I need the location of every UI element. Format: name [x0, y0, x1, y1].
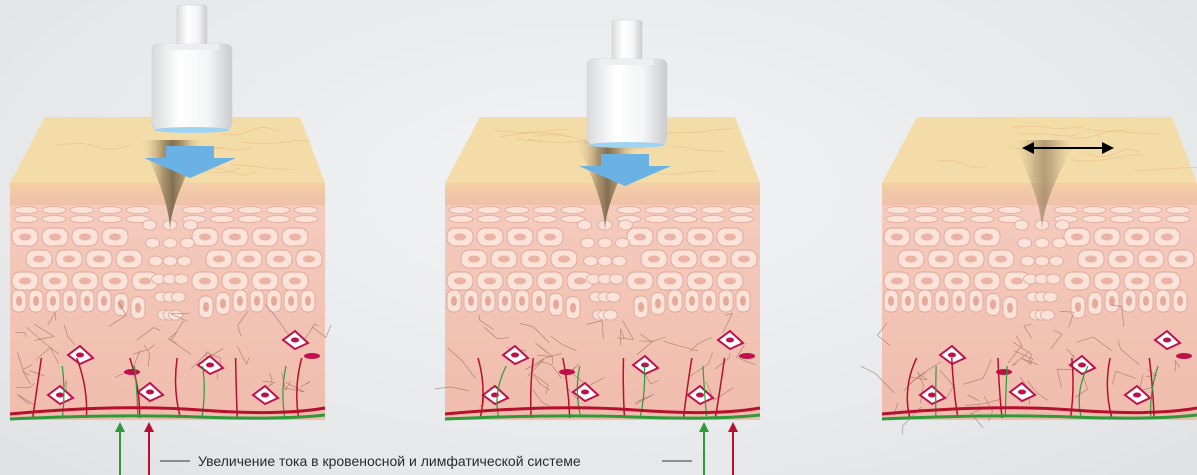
flow-up-arrow-icon	[115, 422, 125, 475]
flow-up-arrow-icon	[144, 422, 154, 475]
skin-panel-2	[435, 20, 760, 420]
skin-panel-1	[10, 5, 331, 420]
flow-up-arrow-icon	[728, 422, 738, 475]
skin-panel-3	[861, 117, 1197, 434]
probe-icon	[152, 5, 232, 133]
flow-up-arrow-icon	[699, 422, 709, 475]
probe-icon	[587, 20, 667, 148]
flow-caption: Увеличение тока в кровеносной и лимфатич…	[198, 453, 678, 469]
